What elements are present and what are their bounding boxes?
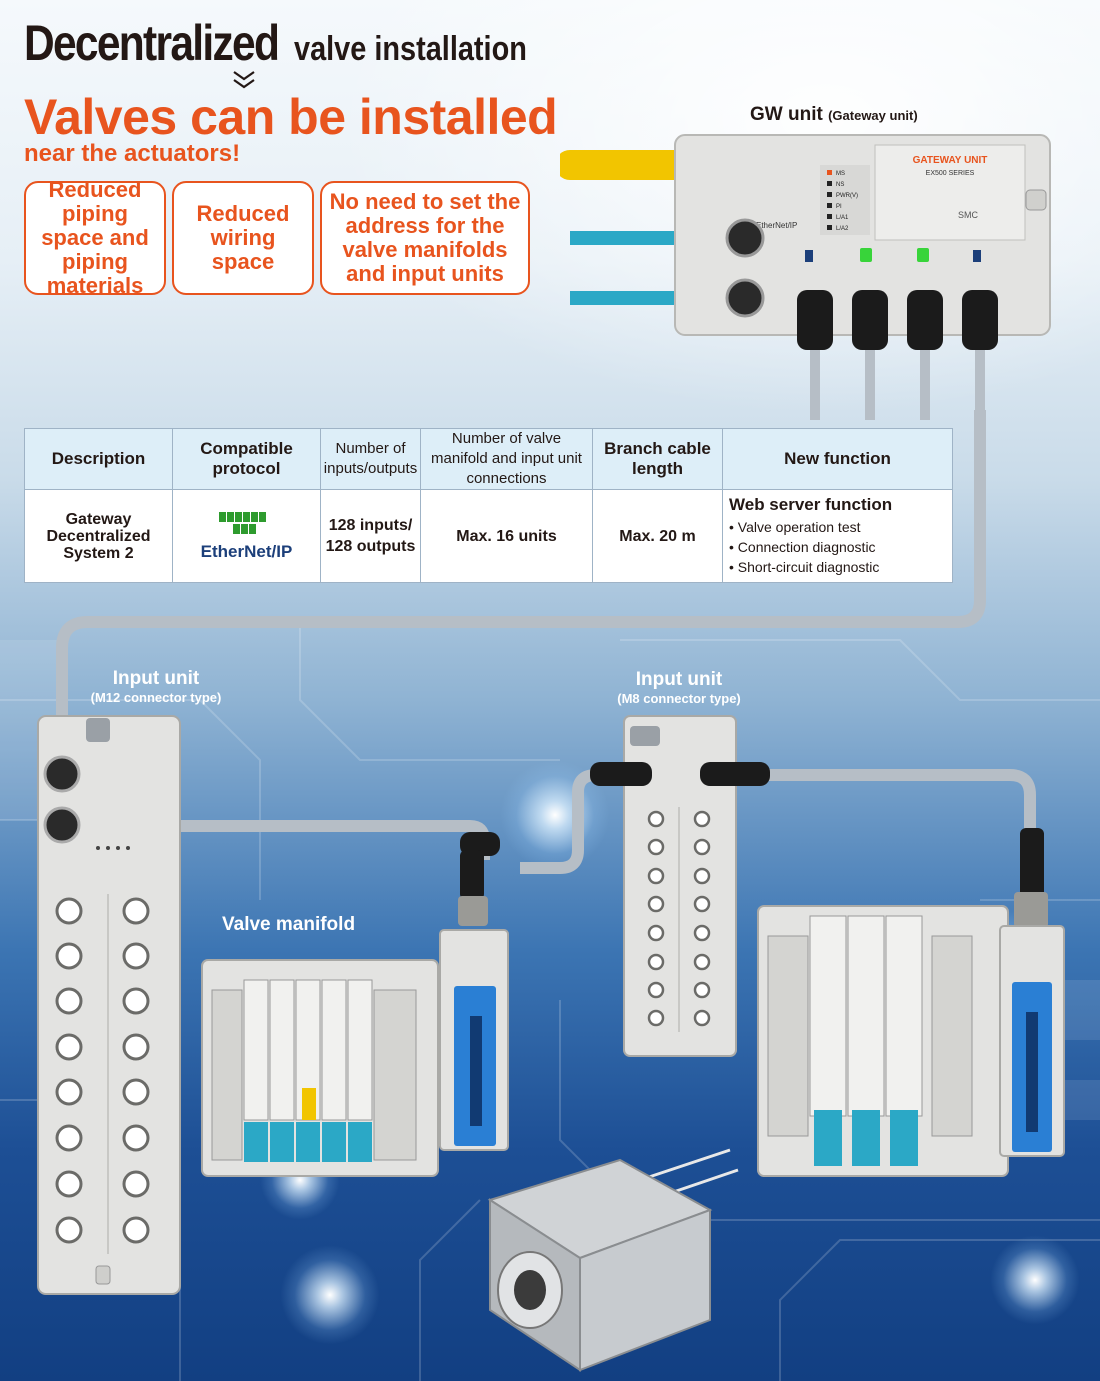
led-label: PI	[836, 204, 842, 210]
title-rest: valve installation	[293, 30, 527, 68]
input-unit-name: Input unit	[112, 668, 200, 689]
input-unit-label-m12: Input unit (M12 connector type)	[86, 668, 226, 705]
benefit-box: No need to set the address for the valve…	[320, 181, 530, 295]
valve-manifold-right-illustration	[757, 828, 1065, 1177]
input-unit-m8-illustration	[590, 715, 770, 1057]
actuator-cylinder-illustration	[487, 1148, 739, 1372]
gw-unit-sub: (Gateway unit)	[828, 108, 918, 123]
table-header: Compatible protocol	[172, 428, 321, 490]
gateway-network: EtherNet/IP	[756, 221, 797, 230]
input-unit-m12-illustration	[37, 715, 181, 1295]
valve-manifold-label: Valve manifold	[222, 914, 356, 935]
subline: near the actuators!	[24, 140, 241, 167]
function-item: Connection diagnostic	[729, 537, 946, 557]
led-label: L/A1	[836, 215, 849, 221]
light-flare	[990, 1235, 1080, 1325]
table-header: Description	[24, 428, 173, 490]
spec-table: Description Compatible protocol Number o…	[24, 428, 953, 583]
table-cell-cable: Max. 20 m	[592, 489, 723, 583]
benefit-box: Reduced piping space and piping material…	[24, 178, 166, 298]
profinet-logo	[218, 511, 266, 534]
benefit-box: Reduced wiring space	[172, 181, 314, 295]
table-header: Number of inputs/outputs	[320, 428, 421, 490]
input-unit-label-m8: Input unit (M8 connector type)	[606, 669, 752, 706]
led-label: PWR(V)	[836, 193, 858, 199]
valve-manifold-left-illustration	[201, 832, 509, 1177]
led-label: NS	[836, 182, 844, 188]
light-flare	[280, 1245, 380, 1345]
headline: Valves can be installed	[24, 89, 558, 145]
table-cell-description: Gateway Decentralized System 2	[24, 489, 173, 583]
function-title: Web server function	[729, 495, 893, 514]
table-cell-connections: Max. 16 units	[420, 489, 593, 583]
table-header: Number of valve manifold and input unit …	[420, 428, 593, 490]
input-unit-sub: (M8 connector type)	[617, 691, 741, 706]
gateway-series: EX500 SERIES	[926, 170, 975, 177]
led-label: MS	[836, 171, 845, 177]
function-item: Valve operation test	[729, 517, 946, 537]
led-label: L/A2	[836, 226, 849, 232]
table-header: New function	[722, 428, 953, 490]
ethernet-ip-logo: EtherNet/IP	[200, 541, 293, 561]
table-header-row: Description Compatible protocol Number o…	[24, 428, 953, 490]
input-unit-name: Input unit	[635, 669, 723, 690]
table-cell-protocol: EtherNet/IP	[172, 489, 321, 583]
table-row: Gateway Decentralized System 2 EtherNet/…	[24, 489, 953, 583]
table-cell-function: Web server function Valve operation test…	[722, 489, 953, 583]
table-header: Branch cable length	[592, 428, 723, 490]
title-emphasis: Decentralized	[24, 15, 280, 71]
page-title: Decentralized valve installation	[24, 14, 568, 72]
gateway-brand: SMC	[958, 210, 979, 220]
gw-unit-label: GW unit (Gateway unit)	[750, 104, 918, 126]
chevron-down-double-icon	[233, 71, 255, 89]
function-item: Short-circuit diagnostic	[729, 557, 946, 577]
input-unit-sub: (M12 connector type)	[90, 690, 222, 705]
gw-unit-name: GW unit	[750, 104, 823, 125]
table-cell-io: 128 inputs/ 128 outputs	[320, 489, 421, 583]
gateway-title: GATEWAY UNIT	[913, 155, 988, 166]
